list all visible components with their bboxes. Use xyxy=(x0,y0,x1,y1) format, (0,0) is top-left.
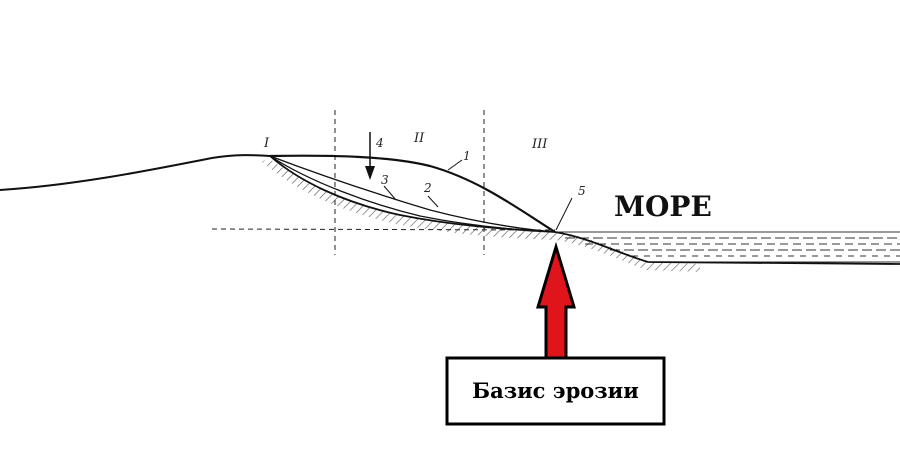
point-5-leader xyxy=(555,197,573,231)
curve-2-label: 2 xyxy=(423,181,432,195)
curve-label-leaders xyxy=(383,159,463,208)
zone-3-label: III xyxy=(531,137,548,152)
erosion-base-label: Базис эрозии xyxy=(472,378,639,403)
curve-1-label: 1 xyxy=(463,149,471,163)
zone-separators xyxy=(211,110,556,255)
curve-3-label: 3 xyxy=(381,173,389,187)
zone-1-label: I xyxy=(263,136,270,151)
slope-bottom-profile xyxy=(269,155,900,265)
curve-1-initial-profile xyxy=(269,154,556,233)
land-surface xyxy=(0,154,271,191)
curve-2-profile xyxy=(269,155,556,233)
erosion-base-box xyxy=(445,356,666,426)
arrow-4-label: 4 xyxy=(375,136,384,150)
arrow-4 xyxy=(365,132,375,180)
sea-water xyxy=(555,231,900,263)
erosion-base-arrow xyxy=(535,241,577,360)
sea-label: МОРЕ xyxy=(614,190,712,223)
zone-2-label: II xyxy=(413,131,425,146)
point-5-label: 5 xyxy=(578,184,586,198)
